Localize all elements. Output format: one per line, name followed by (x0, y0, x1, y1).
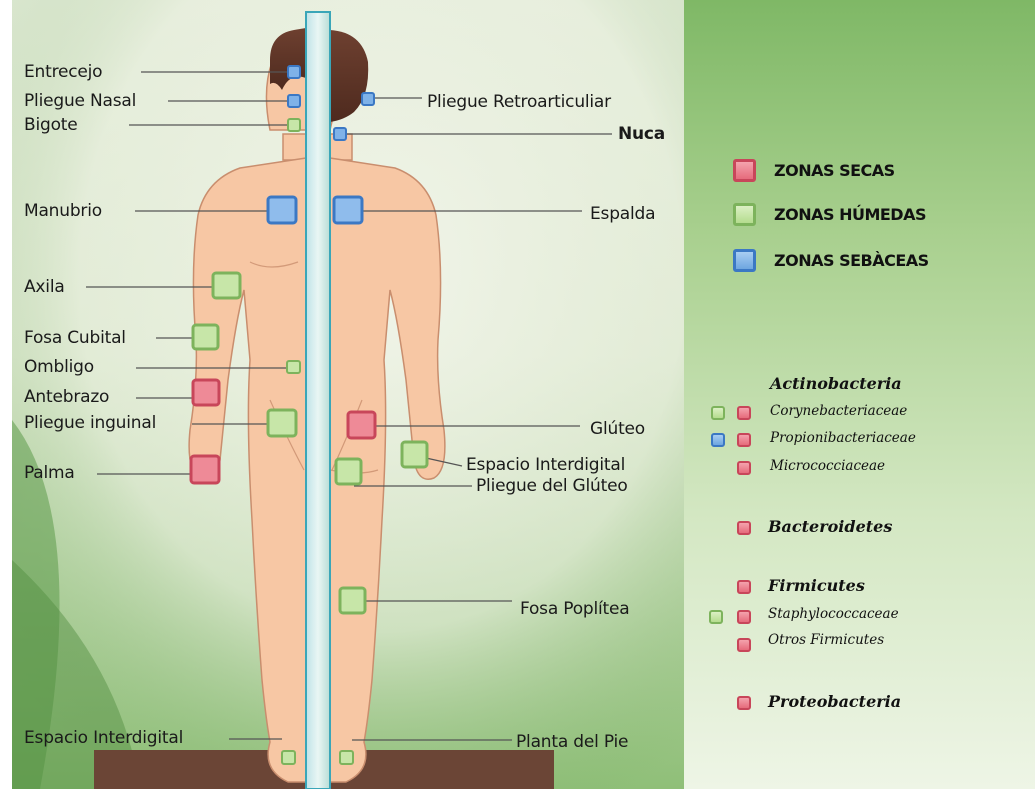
taxon-bacteroidetes: Bacteroidetes (768, 517, 892, 536)
label-pliegue-retroarticular: Pliegue Retroarticuliar (427, 92, 611, 112)
taxon-actinobacteria: Actinobacteria (770, 374, 902, 393)
firmicutes-dry-swatch (737, 580, 751, 594)
label-nuca: Nuca (618, 124, 665, 144)
divider-pole (306, 12, 330, 789)
proteobacteria-dry-swatch (737, 696, 751, 710)
marker-antebrazo (193, 380, 219, 405)
taxon-staphylococcaceae: Staphylococcaceae (768, 606, 899, 622)
marker-axila (213, 273, 240, 298)
label-fosa-cubital: Fosa Cubital (24, 328, 126, 348)
taxon-corynebacteriaceae: Corynebacteriaceae (770, 403, 907, 419)
marker-espalda (334, 197, 362, 223)
taxon-firmicutes: Firmicutes (768, 576, 865, 595)
taxon-proteobacteria: Proteobacteria (768, 692, 901, 711)
staphylococcaceae-dry-swatch (737, 610, 751, 624)
marker-palma (191, 456, 219, 483)
marker-ombligo (287, 361, 300, 373)
marker-pliegue-nasal (288, 95, 300, 107)
corynebacteriaceae-moist-swatch (711, 406, 725, 420)
legend-sebaceous-swatch (733, 249, 756, 272)
label-pliegue-nasal: Pliegue Nasal (24, 91, 136, 111)
taxon-micrococciaceae: Micrococciaceae (770, 458, 885, 474)
staphylococcaceae-moist-swatch (709, 610, 723, 624)
marker-pliegue-inguinal (268, 410, 296, 436)
marker-gluteo (348, 412, 375, 438)
otros-firmicutes-dry-swatch (737, 638, 751, 652)
marker-pliegue-retroarticular (362, 93, 374, 105)
legend-moist-swatch (733, 203, 756, 226)
label-fosa-poplitea: Fosa Poplítea (520, 599, 629, 619)
marker-planta-del-pie (340, 751, 353, 764)
micrococciaceae-dry-swatch (737, 461, 751, 475)
propionibacteriaceae-sebaceous-swatch (711, 433, 725, 447)
label-bigote: Bigote (24, 115, 78, 135)
label-antebrazo: Antebrazo (24, 387, 109, 407)
marker-entrecejo (288, 66, 300, 78)
legend-sebaceous-label: ZONAS SEBÀCEAS (774, 251, 929, 270)
corynebacteriaceae-dry-swatch (737, 406, 751, 420)
label-espacio-interdigital-front: Espacio Interdigital (24, 728, 183, 748)
label-espalda: Espalda (590, 204, 655, 224)
marker-espacio-interdigital-back (402, 442, 427, 467)
marker-pliegue-del-gluteo (336, 459, 361, 484)
label-gluteo: Glúteo (590, 419, 645, 439)
marker-bigote (288, 119, 300, 131)
marker-espacio-interdigital-front (282, 751, 295, 764)
taxon-propionibacteriaceae: Propionibacteriaceae (770, 430, 916, 446)
legend-dry-swatch (733, 159, 756, 182)
label-axila: Axila (24, 277, 65, 297)
legend-moist-label: ZONAS HÚMEDAS (774, 205, 926, 224)
label-ombligo: Ombligo (24, 357, 94, 377)
marker-nuca (334, 128, 346, 140)
legend-dry-label: ZONAS SECAS (774, 161, 895, 180)
taxon-otros-firmicutes: Otros Firmicutes (768, 632, 884, 648)
label-entrecejo: Entrecejo (24, 62, 102, 82)
propionibacteriaceae-dry-swatch (737, 433, 751, 447)
label-pliegue-inguinal: Pliegue inguinal (24, 413, 156, 433)
legend-panel-background (684, 0, 1035, 789)
label-manubrio: Manubrio (24, 201, 102, 221)
marker-fosa-poplitea (340, 588, 365, 613)
bacteroidetes-dry-swatch (737, 521, 751, 535)
label-planta-del-pie: Planta del Pie (516, 732, 628, 752)
label-palma: Palma (24, 463, 75, 483)
marker-manubrio (268, 197, 296, 223)
label-espacio-interdigital-back: Espacio Interdigital (466, 455, 625, 475)
marker-fosa-cubital (193, 325, 218, 349)
label-pliegue-del-gluteo: Pliegue del Glúteo (476, 476, 628, 496)
